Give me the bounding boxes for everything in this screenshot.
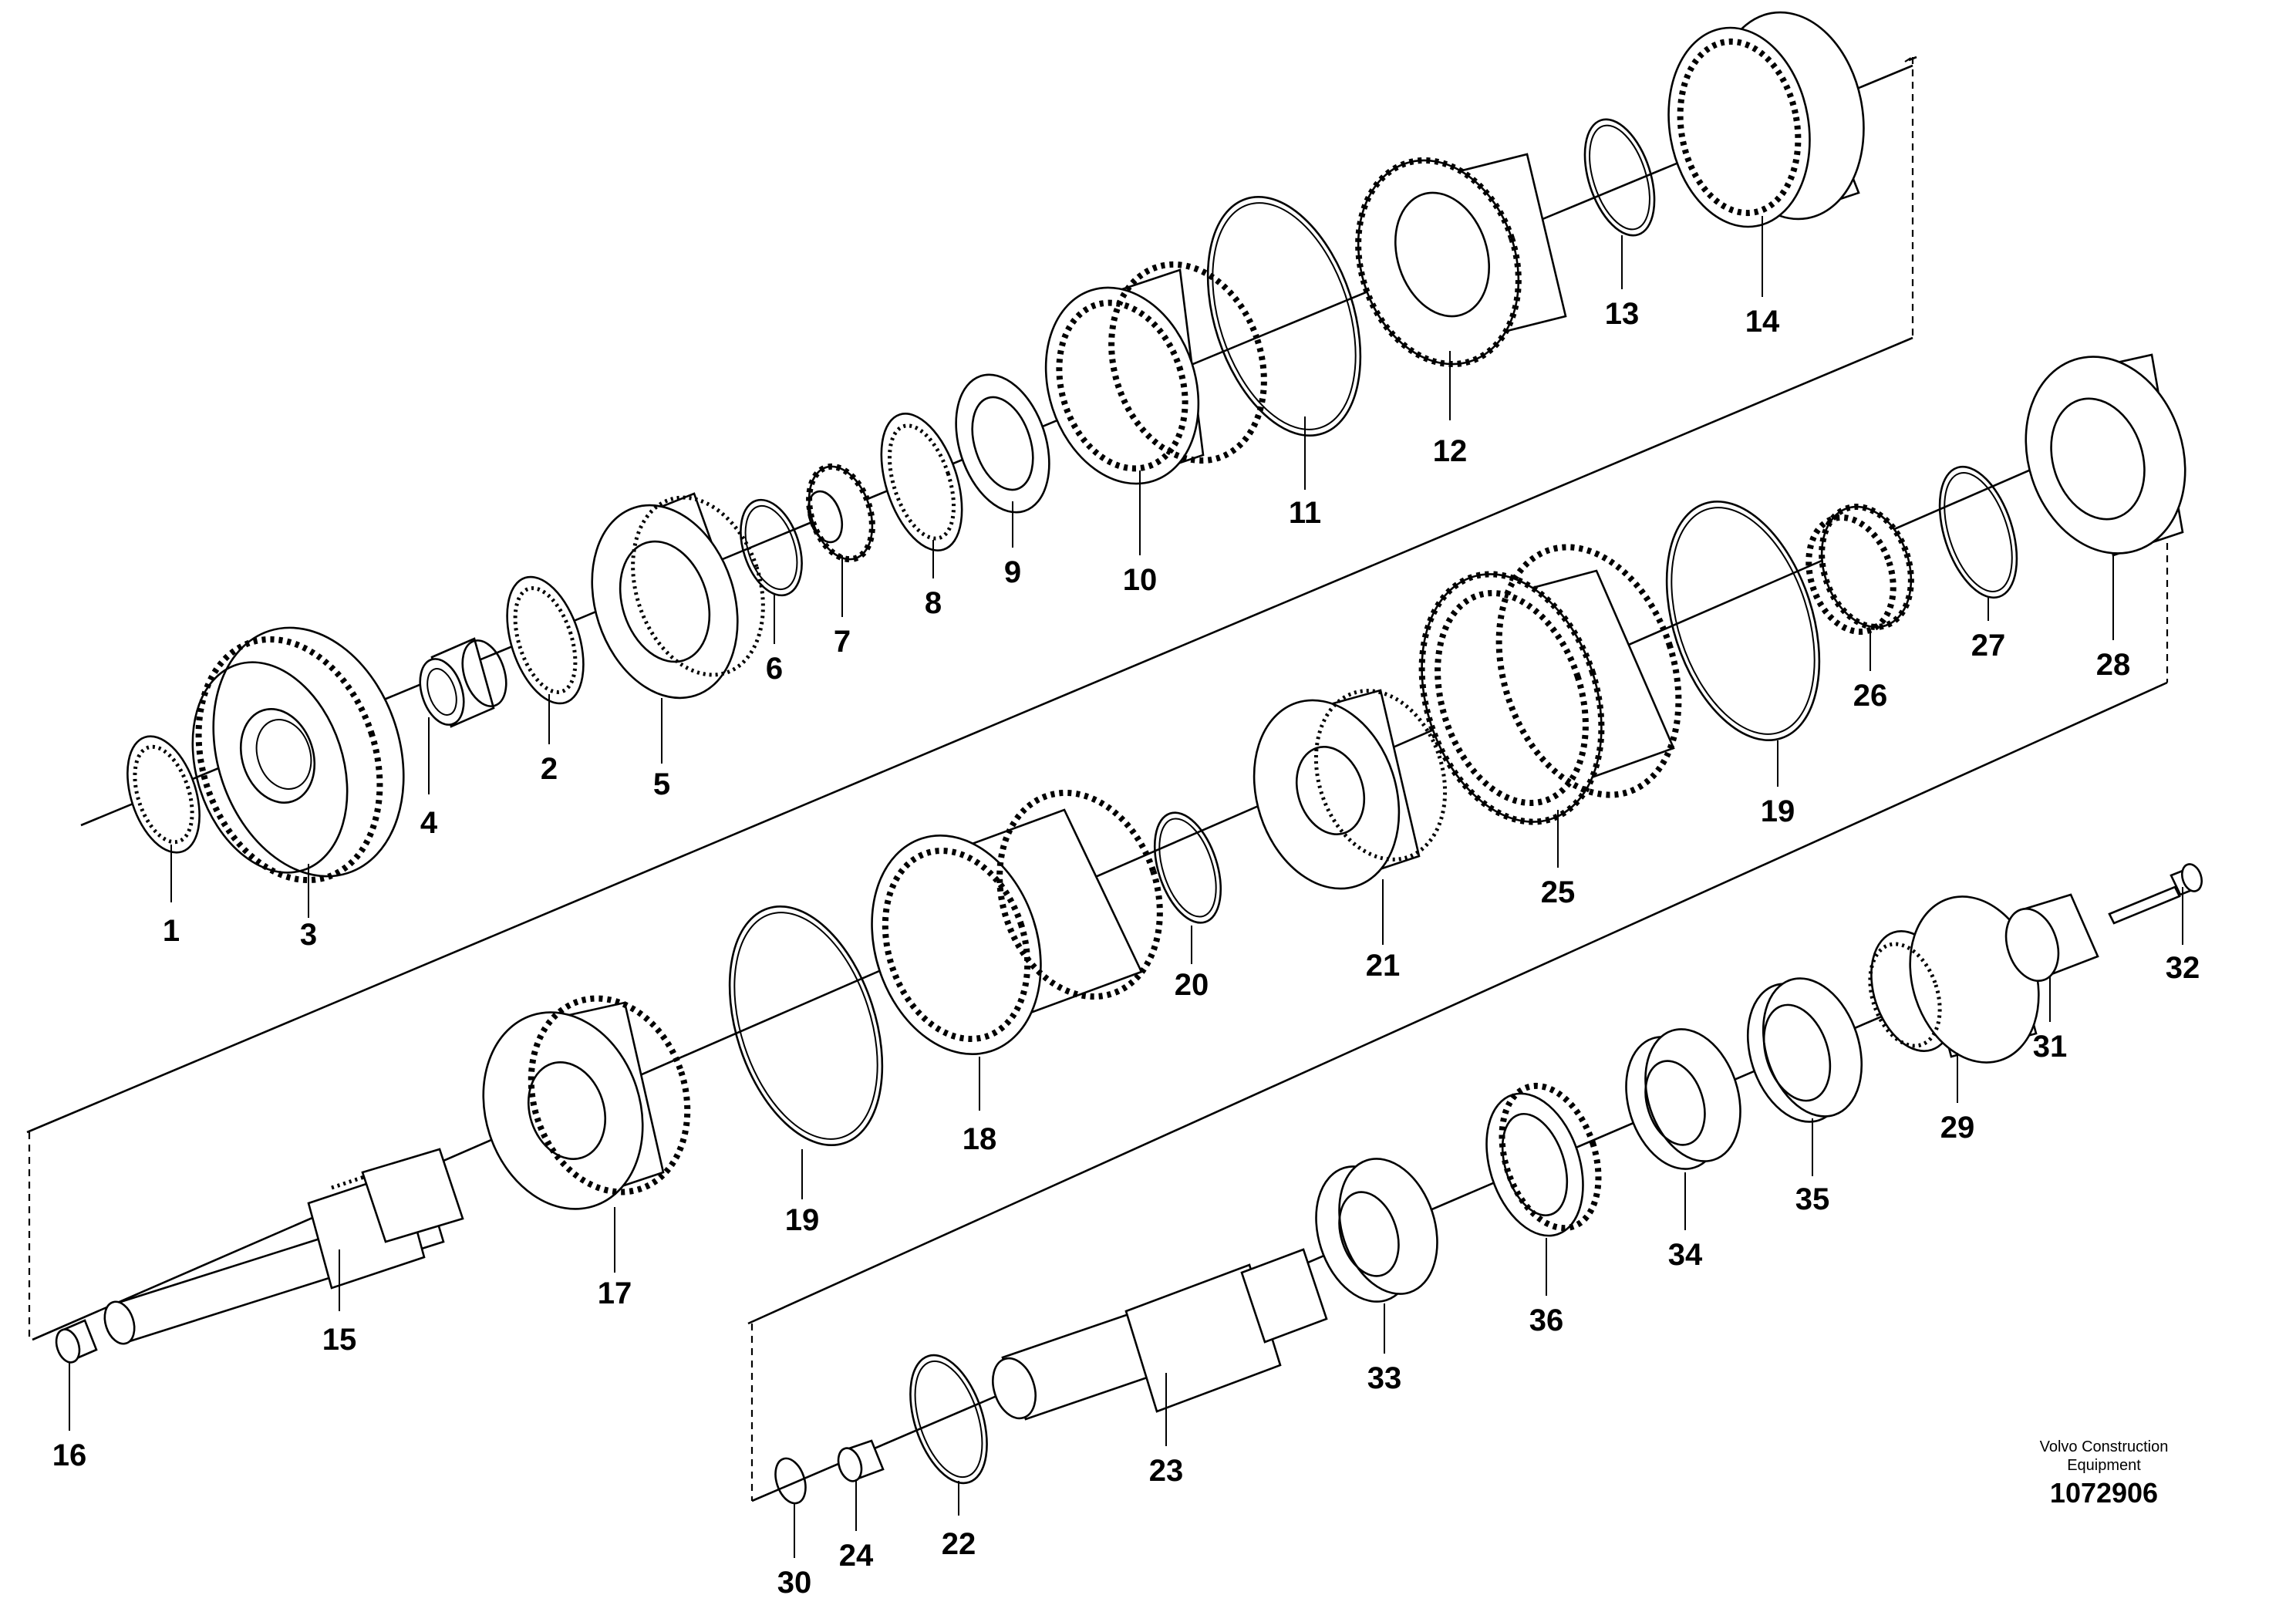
part-36-tone-wheel bbox=[1485, 1082, 1602, 1237]
part-label-6: 6 bbox=[766, 652, 783, 686]
part-label-19-upper: 19 bbox=[1761, 794, 1795, 828]
part-label-4: 4 bbox=[420, 806, 438, 840]
part-label-23: 23 bbox=[1149, 1454, 1184, 1488]
part-20-snap-ring bbox=[1153, 811, 1222, 924]
part-29-output-flange bbox=[1868, 895, 2040, 1064]
part-label-5: 5 bbox=[653, 767, 670, 801]
drawing-footer: Volvo Construction Equipment 1072906 bbox=[2040, 1438, 2169, 1509]
part-9-bearing-race bbox=[955, 373, 1050, 514]
part-label-11: 11 bbox=[1289, 496, 1321, 530]
part-label-29: 29 bbox=[1940, 1111, 1975, 1145]
part-label-19-lower: 19 bbox=[785, 1203, 820, 1237]
part-11-retaining-ring bbox=[1206, 196, 1362, 437]
part-label-33: 33 bbox=[1367, 1361, 1402, 1395]
part-label-28: 28 bbox=[2096, 648, 2131, 682]
part-label-10: 10 bbox=[1123, 563, 1158, 597]
part-label-3: 3 bbox=[300, 918, 317, 952]
part-label-17: 17 bbox=[598, 1276, 632, 1310]
part-2-needle-bearing bbox=[506, 575, 585, 705]
part-31-washer bbox=[2004, 893, 2099, 983]
part-label-24: 24 bbox=[839, 1539, 874, 1573]
part-label-35: 35 bbox=[1795, 1182, 1830, 1216]
leader-lines bbox=[69, 216, 2183, 1558]
part-3-gear bbox=[191, 626, 405, 884]
part-24-bushing bbox=[837, 1439, 885, 1482]
part-label-15: 15 bbox=[322, 1323, 357, 1357]
part-label-25: 25 bbox=[1541, 875, 1576, 909]
part-label-32: 32 bbox=[2166, 951, 2200, 985]
part-28-housing bbox=[2025, 353, 2186, 557]
part-8-needle-bearing bbox=[880, 413, 963, 551]
part-30-small-ring bbox=[774, 1457, 807, 1505]
part-10-ring-gear bbox=[1044, 261, 1267, 485]
part-label-26: 26 bbox=[1853, 679, 1888, 713]
part-26-sun-gear bbox=[1805, 504, 1914, 636]
part-label-1: 1 bbox=[163, 914, 180, 948]
part-label-30: 30 bbox=[777, 1566, 812, 1600]
part-1-thrust-washer bbox=[126, 735, 201, 854]
part-23-output-shaft bbox=[992, 1248, 1328, 1421]
part-4-bushing bbox=[419, 637, 507, 728]
part-label-36: 36 bbox=[1529, 1303, 1564, 1337]
drawing-number: 1072906 bbox=[2050, 1477, 2158, 1509]
part-18-ring-gear bbox=[871, 789, 1163, 1055]
part-label-12: 12 bbox=[1433, 434, 1468, 468]
part-33-ball-bearing bbox=[1315, 1158, 1438, 1303]
part-number-labels: 1 2 3 4 5 6 7 8 9 10 11 12 13 14 15 16 1… bbox=[52, 297, 2200, 1600]
part-label-9: 9 bbox=[1004, 555, 1021, 589]
part-12-planet-carrier bbox=[1355, 153, 1567, 368]
part-label-20: 20 bbox=[1175, 968, 1209, 1002]
part-35-seal bbox=[1746, 977, 1863, 1123]
part-label-31: 31 bbox=[2033, 1030, 2068, 1064]
part-22-ring bbox=[909, 1354, 988, 1485]
part-6-snap-ring bbox=[740, 498, 803, 597]
part-label-27: 27 bbox=[1971, 629, 2006, 663]
part-label-34: 34 bbox=[1668, 1238, 1703, 1272]
company-name-line2: Equipment bbox=[2067, 1457, 2141, 1474]
part-19-retaining-ring-upper bbox=[1665, 501, 1821, 741]
part-5-planet-carrier bbox=[591, 492, 765, 700]
part-label-21: 21 bbox=[1366, 949, 1401, 983]
part-15-shaft bbox=[103, 1148, 464, 1345]
part-label-22: 22 bbox=[942, 1527, 976, 1561]
part-21-planet-carrier bbox=[1253, 689, 1448, 890]
part-16-bushing bbox=[55, 1319, 98, 1364]
part-19-retaining-ring-lower bbox=[728, 905, 884, 1146]
part-label-7: 7 bbox=[834, 625, 851, 659]
part-label-18: 18 bbox=[963, 1122, 997, 1156]
part-label-13: 13 bbox=[1605, 297, 1640, 331]
part-14-ring-drum bbox=[1667, 11, 1865, 228]
part-label-8: 8 bbox=[925, 586, 942, 620]
part-32-bolt bbox=[2108, 863, 2203, 925]
part-13-snap-ring bbox=[1583, 118, 1656, 237]
part-7-planet-gear bbox=[806, 463, 875, 563]
part-label-2: 2 bbox=[541, 752, 558, 786]
part-25-ring-gear bbox=[1418, 544, 1682, 825]
part-17-planet-carrier bbox=[482, 995, 691, 1210]
part-label-14: 14 bbox=[1745, 305, 1780, 339]
company-name-line1: Volvo Construction bbox=[2040, 1438, 2169, 1455]
part-label-16: 16 bbox=[52, 1438, 87, 1472]
part-27-snap-ring bbox=[1938, 465, 2018, 599]
part-34-ball-bearing bbox=[1625, 1028, 1741, 1170]
